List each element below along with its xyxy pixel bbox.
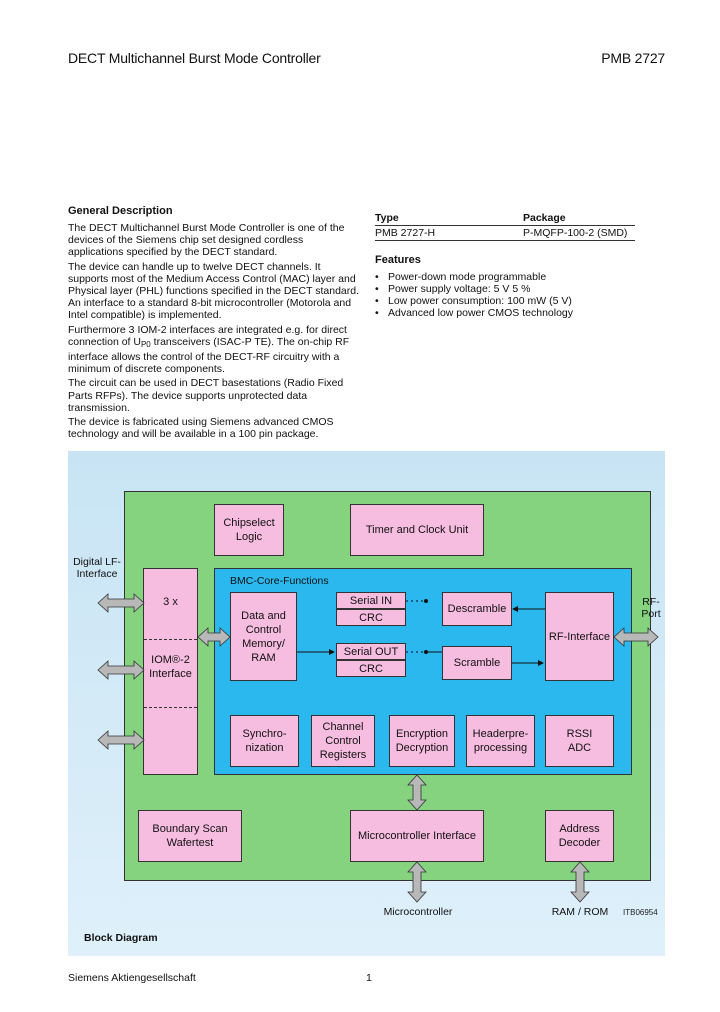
- general-description: General Description The DECT Multichanne…: [68, 205, 360, 442]
- block-diagram-caption: Block Diagram: [84, 932, 158, 944]
- drawing-id: ITB06954: [623, 908, 658, 917]
- type-column-header: Type: [375, 211, 523, 226]
- microcontroller-label: Microcontroller: [383, 906, 453, 918]
- descramble-block: Descramble: [442, 592, 512, 626]
- iom2-interface-block: 3 x IOM®-2 Interface: [143, 568, 198, 775]
- scramble-block: Scramble: [442, 646, 512, 680]
- encryption-decryption-block: Encryption Decryption: [389, 715, 455, 767]
- feature-item: Low power consumption: 100 mW (5 V): [375, 295, 665, 307]
- microcontroller-arrow: [407, 861, 427, 903]
- rssi-adc-block: RSSI ADC: [545, 715, 614, 767]
- rf-port-label: RF- Port: [641, 596, 661, 620]
- ram-rom-label: RAM / ROM: [551, 906, 609, 918]
- ram-rom-arrow: [570, 861, 590, 903]
- features-section: Features Power-down mode programmable Po…: [375, 254, 665, 319]
- serial-out-block: Serial OUT: [336, 643, 406, 660]
- iom2-interface-label: IOM®-2 Interface: [149, 654, 192, 680]
- type-package-table: Type Package PMB 2727-H P-MQFP-100-2 (SM…: [375, 211, 665, 241]
- feature-item: Power-down mode programmable: [375, 271, 665, 283]
- type-value: PMB 2727-H: [375, 225, 523, 241]
- boundary-scan-block: Boundary Scan Wafertest: [138, 810, 242, 862]
- package-value: P-MQFP-100-2 (SMD): [523, 225, 635, 241]
- core-micro-interface-arrow: [407, 774, 427, 811]
- footer-page-number: 1: [366, 972, 372, 984]
- digital-lf-interface-label: Digital LF- Interface: [73, 556, 121, 580]
- timer-clock-unit-block: Timer and Clock Unit: [350, 504, 484, 556]
- iom2-count-label: 3 x: [163, 596, 178, 608]
- description-paragraph-4: The circuit can be used in DECT basestat…: [68, 377, 344, 414]
- bmc-core-title: BMC-Core-Functions: [230, 575, 329, 587]
- serial-in-block: Serial IN: [336, 592, 406, 609]
- data-control-memory-block: Data and Control Memory/ RAM: [230, 592, 297, 681]
- feature-item: Advanced low power CMOS technology: [375, 307, 665, 319]
- serial-out-dot: [424, 650, 428, 654]
- rf-interface-block: RF-Interface: [545, 592, 614, 681]
- description-paragraph-5: The device is fabricated using Siemens a…: [68, 416, 334, 441]
- features-list: Power-down mode programmable Power suppl…: [375, 271, 665, 319]
- digital-if-arrow-1: [97, 593, 145, 613]
- crc-out-block: CRC: [336, 660, 406, 677]
- address-decoder-block: Address Decoder: [545, 810, 614, 862]
- serial-in-dot: [424, 599, 428, 603]
- block-diagram: BMC-Core-Functions Chipselect Logic Time…: [68, 451, 665, 956]
- rf-port-arrow: [613, 627, 659, 647]
- diagram-connectors: [97, 593, 659, 903]
- digital-if-arrow-3: [97, 730, 145, 750]
- description-paragraph-3: Furthermore 3 IOM-2 interfaces are integ…: [68, 323, 350, 376]
- chipselect-logic-block: Chipselect Logic: [214, 504, 284, 556]
- part-number: PMB 2727: [601, 50, 665, 66]
- package-column-header: Package: [523, 211, 635, 226]
- channel-control-registers-block: Channel Control Registers: [311, 715, 375, 767]
- footer-company: Siemens Aktiengesellschaft: [68, 972, 196, 984]
- digital-if-arrow-2: [97, 660, 145, 680]
- description-paragraph-1: The DECT Multichannel Burst Mode Control…: [68, 222, 345, 259]
- header-preprocessing-block: Headerpre- processing: [466, 715, 535, 767]
- features-heading: Features: [375, 254, 421, 266]
- feature-item: Power supply voltage: 5 V 5 %: [375, 283, 665, 295]
- description-paragraph-2: The device can handle up to twelve DECT …: [68, 260, 360, 322]
- general-description-heading: General Description: [68, 205, 173, 217]
- document-title: DECT Multichannel Burst Mode Controller: [68, 50, 321, 66]
- synchronization-block: Synchro- nization: [230, 715, 299, 767]
- iom-memory-arrow: [197, 627, 231, 647]
- crc-in-block: CRC: [336, 609, 406, 626]
